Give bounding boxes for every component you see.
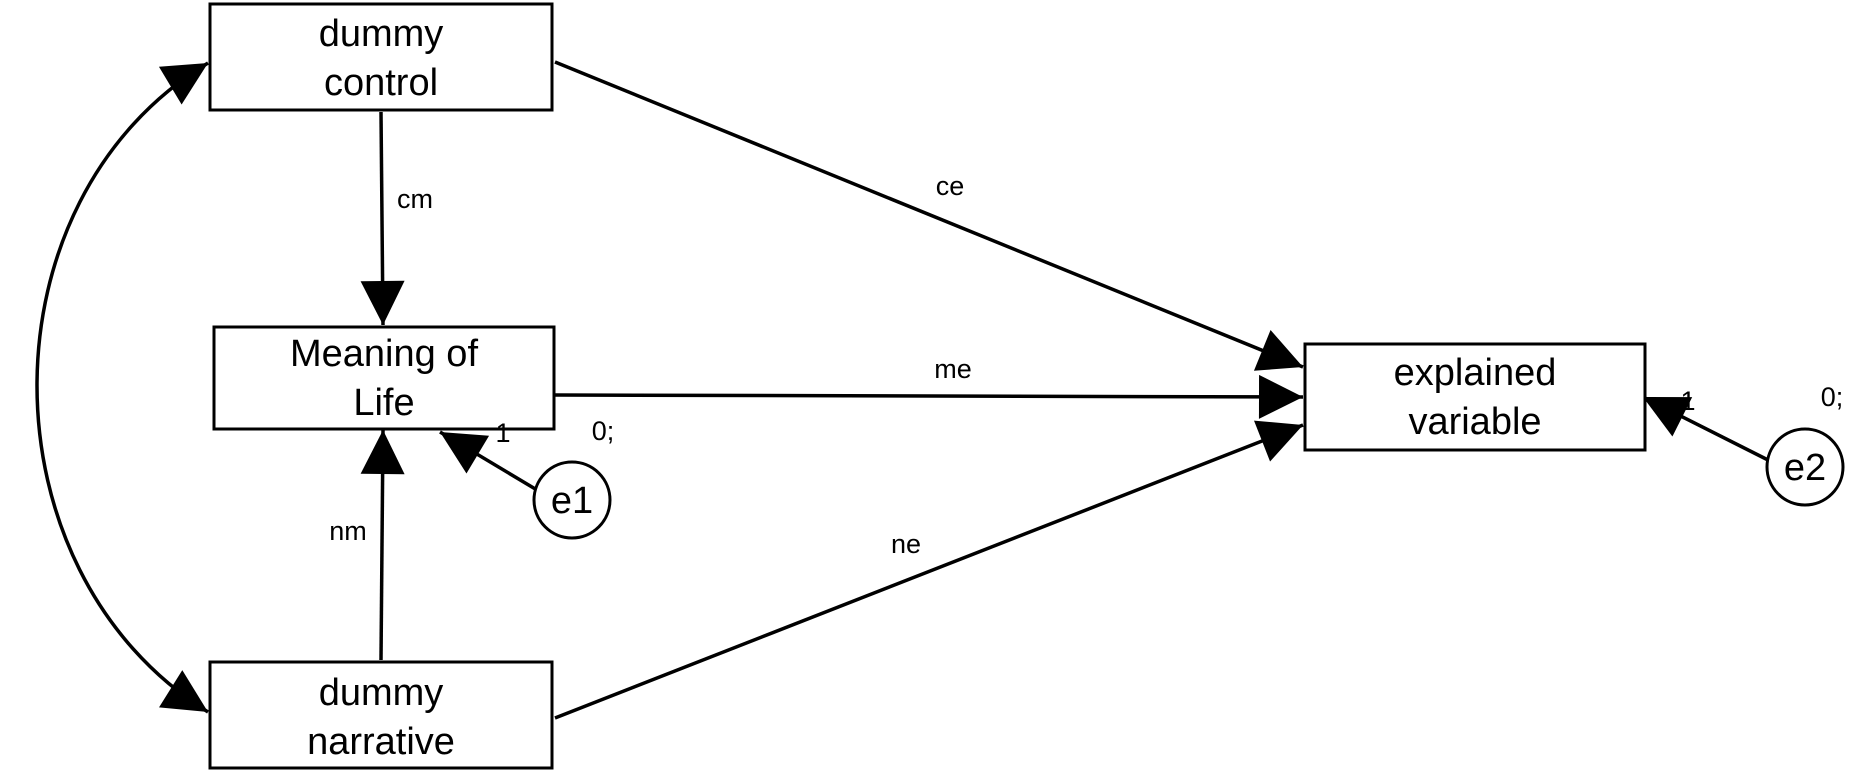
error-e1: e1 <box>532 460 612 540</box>
path-label-me: me <box>934 354 972 384</box>
node-explained-variable: explained variable <box>1303 342 1647 452</box>
node-dummy-narrative-line2: narrative <box>307 721 455 763</box>
error-e1-mean-variance: 0; <box>592 416 615 446</box>
path-me <box>554 374 1304 419</box>
path-label-ce: ce <box>936 171 965 201</box>
node-dummy-control: dummy control <box>208 2 554 112</box>
path-ce <box>554 60 1304 371</box>
path-e1-meaning <box>439 430 538 492</box>
path-label-cm: cm <box>397 184 433 214</box>
error-e1-label: e1 <box>551 480 593 522</box>
node-meaning-of-life-line1: Meaning of <box>290 333 478 375</box>
error-e1-weight: 1 <box>495 418 510 448</box>
covariance-control-narrative <box>35 61 209 714</box>
node-dummy-control-line2: control <box>324 62 438 104</box>
error-e2-mean-variance: 0; <box>1821 382 1844 412</box>
error-e2: e2 <box>1765 427 1845 507</box>
path-label-nm: nm <box>329 516 367 546</box>
node-dummy-narrative: dummy narrative <box>208 660 554 770</box>
path-nm <box>360 429 405 661</box>
node-meaning-of-life-line2: Life <box>353 382 414 424</box>
node-dummy-control-line1: dummy <box>319 13 444 55</box>
path-ne <box>554 420 1304 720</box>
node-explained-variable-line2: variable <box>1408 401 1541 443</box>
error-e2-weight: 1 <box>1680 386 1695 416</box>
path-label-ne: ne <box>891 529 921 559</box>
node-explained-variable-line1: explained <box>1394 352 1557 394</box>
path-e2-explained <box>1642 395 1773 464</box>
node-meaning-of-life: Meaning of Life <box>212 325 556 431</box>
node-dummy-narrative-line1: dummy <box>319 672 444 714</box>
path-cm <box>360 111 405 326</box>
error-e2-label: e2 <box>1784 447 1826 489</box>
